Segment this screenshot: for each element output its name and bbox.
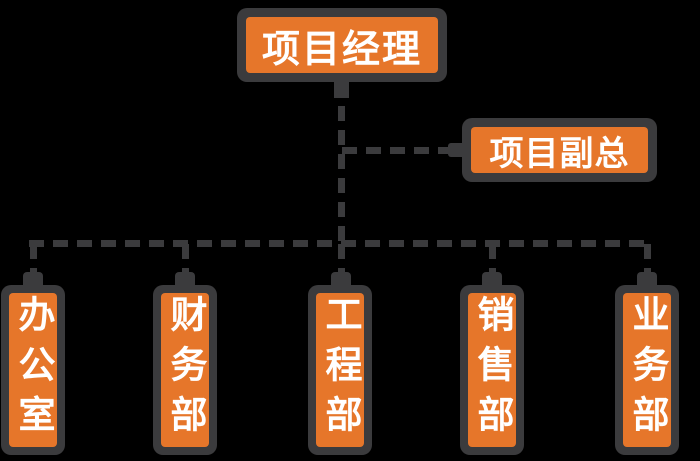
- org-node-deputy-general: 项目副总: [462, 118, 657, 182]
- tab-office-top: [23, 272, 43, 287]
- tab-root-bottom: [334, 80, 349, 98]
- org-node-label: 财务部: [161, 293, 209, 447]
- tab-finance-top: [175, 272, 195, 287]
- org-node-office-dept: 办公室: [1, 285, 65, 455]
- org-node-label: 业务部: [623, 293, 671, 447]
- org-node-finance-dept: 财务部: [153, 285, 217, 455]
- tab-sales-top: [482, 272, 502, 287]
- org-node-engineering-dept: 工程部: [308, 285, 372, 455]
- connector-drop-sales: [489, 244, 496, 286]
- org-node-label: 销售部: [468, 293, 516, 447]
- org-node-project-manager: 项目经理: [237, 8, 447, 82]
- org-node-label: 工程部: [316, 293, 364, 447]
- org-node-label: 办公室: [9, 293, 57, 447]
- connector-drop-engineering: [338, 244, 345, 286]
- connector-drop-office: [30, 244, 37, 286]
- tab-business-top: [637, 272, 657, 287]
- connector-root-vertical: [338, 82, 345, 244]
- org-node-business-dept: 业务部: [615, 285, 679, 455]
- connector-horizontal-rail: [29, 240, 651, 247]
- connector-deputy-branch: [342, 147, 454, 154]
- org-node-sales-dept: 销售部: [460, 285, 524, 455]
- tab-deputy-left: [448, 143, 464, 157]
- org-node-label: 项目副总: [471, 127, 648, 173]
- org-node-label: 项目经理: [246, 17, 438, 73]
- connector-drop-finance: [182, 244, 189, 286]
- tab-engineering-top: [331, 272, 351, 287]
- connector-drop-business: [644, 244, 651, 286]
